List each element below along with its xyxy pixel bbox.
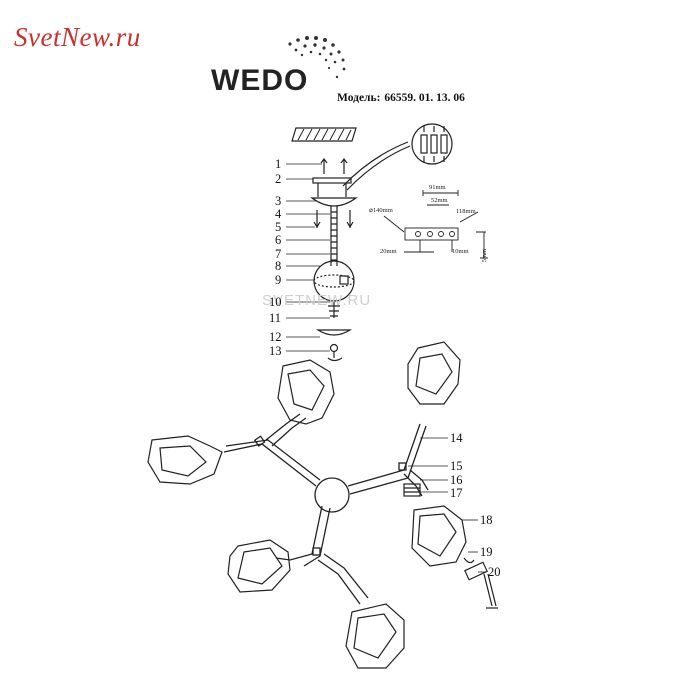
callout-8: 8: [275, 259, 282, 273]
lower-hardware: [315, 302, 353, 362]
callout-16: 16: [450, 473, 463, 487]
ceiling-plate: [291, 127, 357, 142]
callout-15: 15: [450, 459, 463, 473]
threaded-rod: [330, 206, 338, 266]
right-leader-lines: [408, 437, 486, 573]
callout-12: 12: [269, 330, 282, 344]
callout-7: 7: [275, 247, 282, 261]
callout-10: 10: [269, 295, 282, 309]
dimension-118mm: 118mm: [456, 208, 476, 215]
callout-11: 11: [269, 311, 282, 325]
dimension-140mm: ⌀140mm: [369, 207, 393, 214]
callout-20: 20: [488, 565, 501, 579]
callout-6: 6: [275, 233, 282, 247]
dimension-91mm: 91mm: [429, 184, 446, 191]
callout-1: 1: [275, 157, 282, 171]
callout-9: 9: [275, 273, 282, 287]
callout-17: 17: [450, 486, 463, 500]
callout-14: 14: [450, 431, 463, 445]
model-line: Модель:66559. 01. 13. 06: [337, 92, 469, 104]
callout-2: 2: [275, 172, 282, 186]
callout-19: 19: [480, 545, 493, 559]
callout-5: 5: [275, 220, 282, 234]
model-number: 66559. 01. 13. 06: [384, 92, 465, 104]
socket-and-bolt: [403, 483, 498, 609]
bracket-dimension-drawing: [383, 190, 488, 259]
brand-name: WEDO: [211, 64, 309, 97]
callout-3: 3: [275, 194, 282, 208]
center-watermark: SVETNEW.RU: [262, 292, 372, 309]
canopy-sphere: [313, 260, 355, 302]
left-leader-lines: [286, 163, 330, 352]
wire-arc: [342, 123, 453, 191]
callout-4: 4: [275, 207, 282, 221]
dimension-10mm: 10mm: [452, 248, 469, 255]
dimension-52mm: 52mm: [431, 197, 448, 204]
model-label: Модель:: [337, 92, 381, 104]
glass-shades: [147, 341, 467, 669]
brand-logo-swirl: [288, 36, 346, 79]
mounting-bracket: [310, 158, 358, 229]
dimension-20mm: 20mm: [380, 248, 397, 255]
callout-18: 18: [480, 513, 493, 527]
chandelier-arms: [223, 413, 429, 605]
callout-13: 13: [269, 344, 282, 358]
watermark-logo: SvetNew.ru: [14, 22, 141, 52]
dimension-5mm: 5mm: [481, 248, 489, 263]
